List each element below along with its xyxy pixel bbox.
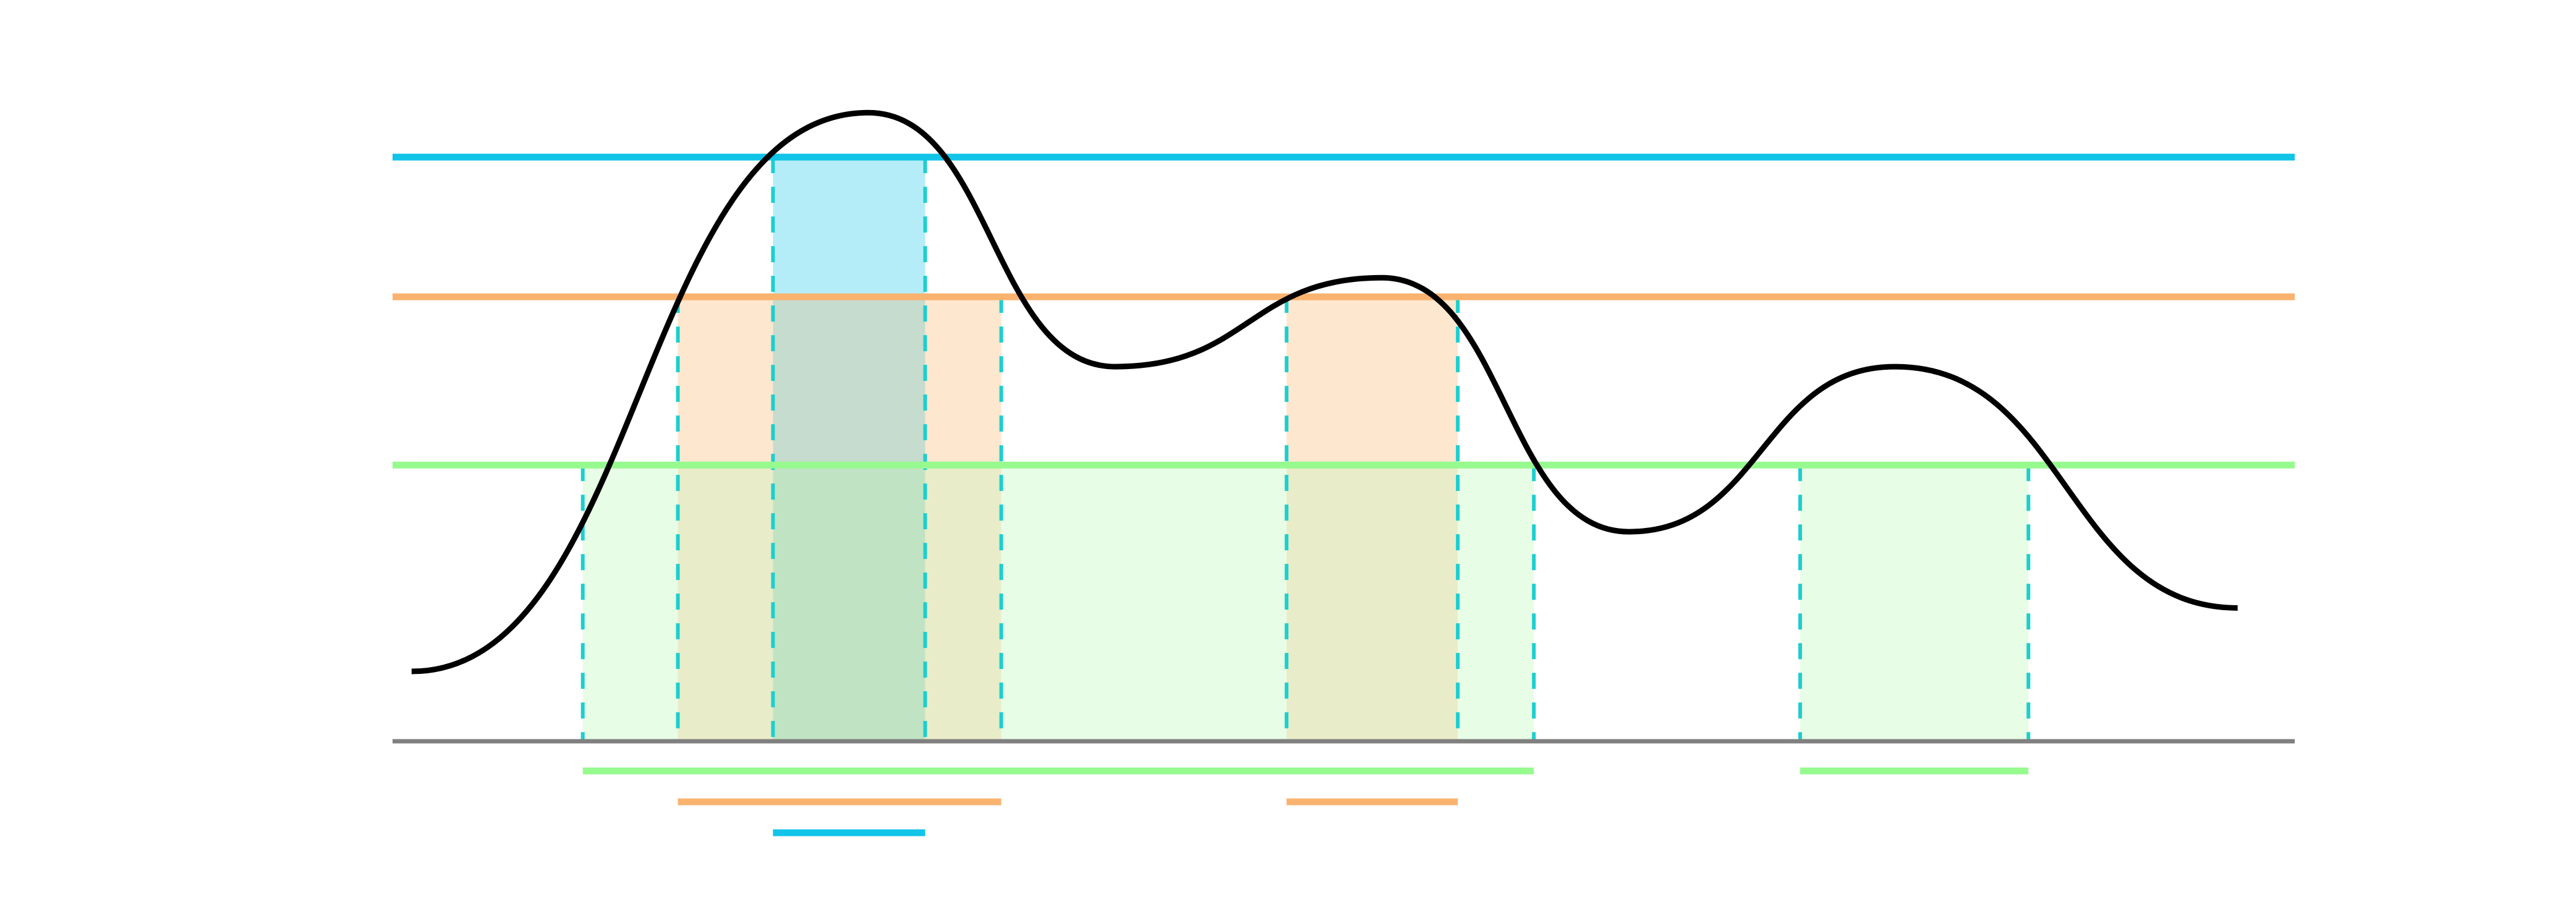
interval-bar-high [773, 829, 925, 836]
interval-bar-low [582, 767, 1534, 775]
fill-low-band [678, 465, 773, 741]
interval-bar-mid [1286, 798, 1458, 806]
fill-low-band [925, 465, 1001, 741]
fill-low-band [773, 465, 925, 741]
fill-mid-band [678, 297, 773, 466]
fill-high-band [773, 157, 925, 297]
fill-low-band [1800, 465, 2029, 741]
interval-boundaries [580, 157, 2031, 741]
fill-mid-band [925, 297, 1001, 466]
interval-bar-low [1800, 767, 2029, 775]
interval-bars [582, 767, 2029, 836]
fill-mid-band [1286, 297, 1458, 466]
fill-low-band [1458, 465, 1534, 741]
threshold-lines [393, 153, 2295, 469]
interval-bar-mid [678, 798, 1001, 806]
fill-mid-band [773, 297, 925, 466]
signal-curve [411, 109, 2238, 674]
fill-low-band [582, 465, 678, 741]
interval-fills [582, 157, 2029, 741]
fill-low-band [1001, 465, 1287, 741]
fill-low-band [1286, 465, 1458, 741]
